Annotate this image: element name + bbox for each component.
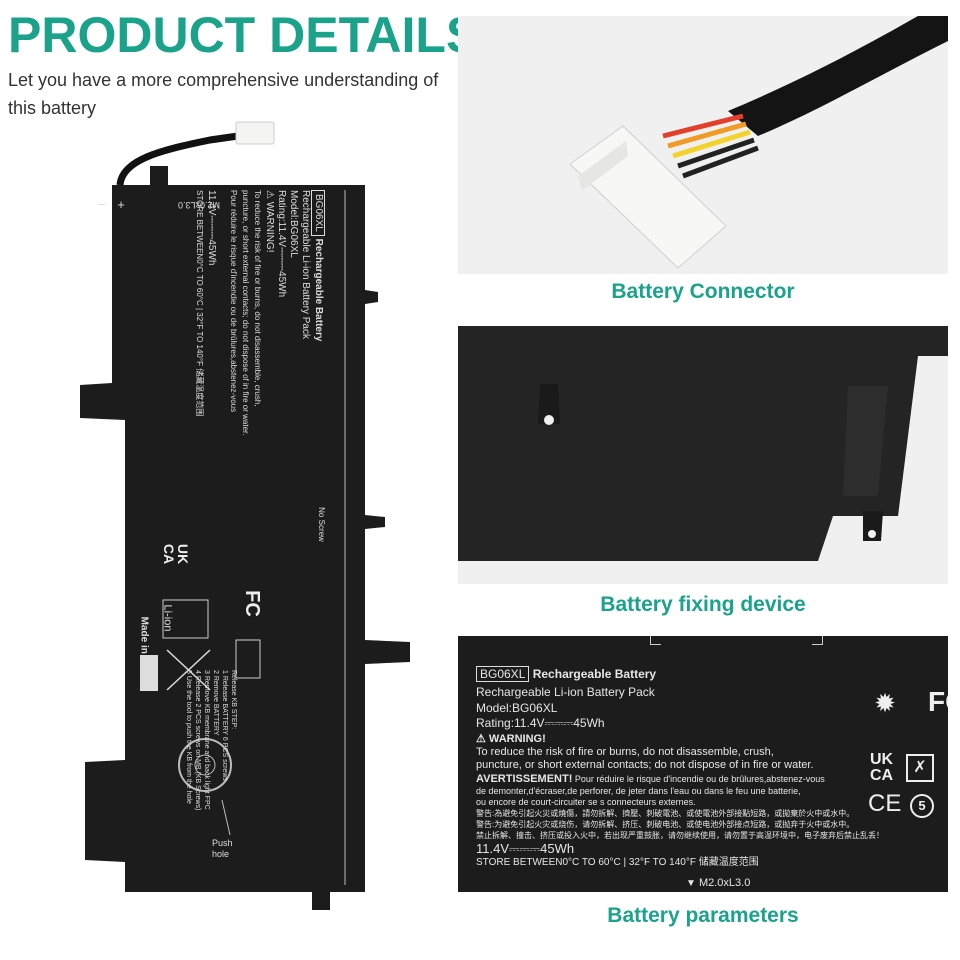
main-made-in: Made in China [138,616,150,685]
param-avert-3: ou encore de court-circuiter se s connec… [476,797,696,807]
param-heading: Rechargeable Battery [532,667,657,681]
main-avert: Pour réduire le risque d'incendie ou de … [229,190,238,413]
main-label-text: BG06XL Rechargeable Battery Rechargeable… [130,190,330,510]
page-title: PRODUCT DETAILS [8,7,480,63]
main-pack: Rechargeable Li-ion Battery Pack [300,190,311,339]
release-step-3: 3 Remove KB membrane and back light FPC [203,670,210,810]
param-five-icon: 5 [910,794,934,818]
caption-fixing: Battery fixing device [600,593,806,616]
fixing-device-photo [458,326,948,584]
param-ukca-1: UK [870,751,894,768]
main-screw-top: M2.0xL3.0 [178,200,221,210]
param-ukca-2: CA [870,767,894,784]
param-fc-mark: FC [928,686,948,717]
main-warning-title: ⚠ WARNING! [264,190,275,253]
param-screw-label: M2.0xL3.0 [698,877,751,889]
param-corner-mark-left [650,636,661,645]
param-avert-2: de demonter,d'écraser,de perforer, de je… [476,786,801,796]
param-ukca-mark: UK CA [870,752,893,784]
main-warning-2: puncture, or short external contacts; do… [241,190,250,436]
main-store: STORE BETWEEN0°C TO 60°C | 32°F TO 140°F… [195,190,204,417]
main-model-badge: BG06XL [311,190,325,236]
param-avert-1: Pour réduire le risque d'incendie ou de … [574,774,825,784]
param-model: Model:BG06XL [476,701,558,715]
caption-connector: Battery Connector [611,280,795,303]
param-big-rating: 11.4V⎓⎓⎓45Wh [476,841,575,856]
main-big-rating: 11.4V⎓⎓⎓45Wh [206,190,217,266]
main-ukca-2: CA [161,543,178,565]
connector-photo [458,16,948,274]
param-warning-2: puncture, or short external contacts; do… [476,759,814,771]
param-store: STORE BETWEEN0°C TO 60°C | 32°F TO 140°F… [476,857,759,868]
main-fc-mark: FC [240,590,263,617]
main-ukca-1: UK [175,543,192,565]
param-corner-mark-right [812,636,823,645]
main-plus-minus: − + [98,197,129,212]
param-cn-2: 警告:为避免引起火灾或烧伤，请勿拆解、挤压、刺破电池、或使电池外部接点短路，或抛… [476,820,855,829]
release-step-4: 4 Release 2 PCS screws on MB (KB Screws) [194,670,201,811]
param-warning-1: To reduce the risk of fire or burns, do … [476,746,774,758]
parameters-photo: BG06XL Rechargeable Battery Rechargeable… [458,636,948,892]
main-no-screw: No Screw [316,507,326,542]
release-step-5: 5 Use the tool to push the KB from the h… [185,670,192,804]
param-model-badge: BG06XL [476,666,530,682]
main-ukca: UK CA [161,543,192,565]
main-heading: Rechargeable Battery [313,238,324,342]
main-liion: Li-ion [161,604,174,632]
param-recycle-icon: ✗ [906,754,934,782]
caption-parameters: Battery parameters [607,904,799,927]
main-warning-1: To reduce the risk of fire or burns, do … [253,190,262,407]
param-pack: Rechargeable Li-ion Battery Pack [476,685,655,699]
battery-photo [80,121,410,910]
page-subtitle: Let you have a more comprehensive unders… [8,70,439,118]
param-rating: Rating:11.4V⎓⎓⎓45Wh [476,716,605,730]
param-screw: ▼ M2.0xL3.0 [686,877,751,889]
param-cn-3: 禁止拆解、撞击、挤压或投入火中，若出现严重鼓胀，请勿继续使用，请勿置于高温环境中… [476,831,884,840]
main-rating: Rating:11.4V⎓⎓⎓45Wh [276,190,287,298]
main-model: Model:BG06XL [288,190,299,258]
param-avert-title: AVERTISSEMENT! [476,773,573,785]
param-warning-title: ⚠ WARNING! [476,733,546,745]
main-push-hole: Push hole [212,838,233,859]
param-cn-1: 警告:為避免引起火災或燒傷，請勿拆解、擠壓、刺破電池、或使電池外部接點短路，或拋… [476,809,855,818]
param-fire-icon: ✹ [874,688,896,718]
param-ce-mark: CE [868,790,902,817]
